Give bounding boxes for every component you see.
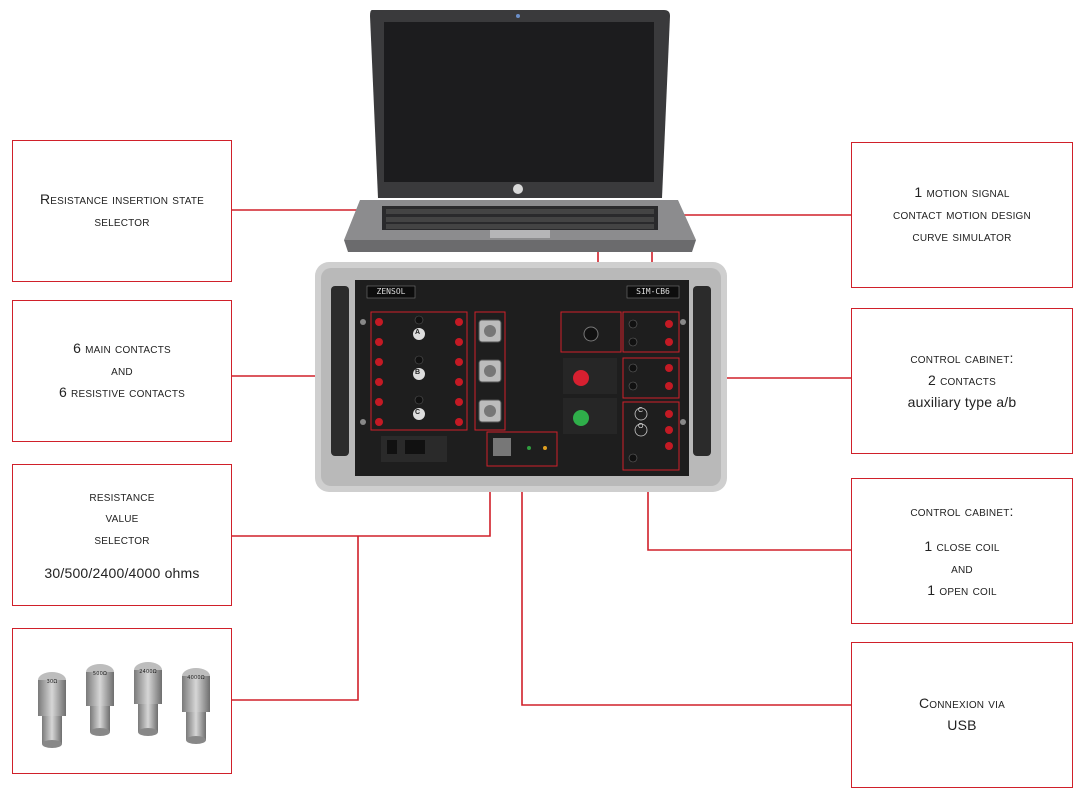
plug-label-30: 30Ω: [47, 679, 58, 685]
label-control-cabinet-coils: control cabinet: 1 close coil and 1 open…: [851, 478, 1073, 624]
label-line: 1 close coil: [924, 538, 1000, 555]
label-line: auxiliary type a/b: [907, 393, 1017, 410]
terminal-letter-c: C: [415, 409, 421, 416]
label-line: selector: [94, 213, 150, 229]
label-line: control cabinet:: [910, 350, 1014, 367]
plug-label-2400: 2400Ω: [139, 669, 157, 675]
label-line: USB: [947, 717, 977, 733]
label-line: 1 open coil: [927, 581, 997, 598]
label-line: and: [111, 362, 133, 379]
plug-label-4000: 4000Ω: [187, 675, 205, 681]
plug-label-500: 500Ω: [93, 671, 107, 677]
device-simcb6: ZENSOL SIM-CB6 A B C C O: [315, 262, 727, 492]
label-line: value: [105, 509, 139, 526]
label-line: 30/500/2400/4000 ohms: [44, 564, 200, 581]
resistor-plugs-image: 30Ω 500Ω 2400Ω 4000Ω: [38, 662, 210, 748]
label-line: 6 main contacts: [73, 340, 171, 357]
label-control-cabinet-contacts: control cabinet: 2 contacts auxiliary ty…: [851, 308, 1073, 454]
label-line: resistance: [89, 487, 155, 504]
label-resistance-value: resistance value selector 30/500/2400/40…: [12, 464, 232, 606]
label-resistance-insertion: Resistance insertion state selector: [12, 140, 232, 282]
laptop-image: [340, 8, 700, 278]
coil-letter-o: O: [638, 423, 644, 430]
label-usb: Connexion via USB: [851, 642, 1073, 788]
model-label: SIM-CB6: [636, 287, 670, 296]
terminal-letter-b: B: [415, 369, 421, 376]
label-line: and: [951, 560, 973, 576]
resistor-plugs-box: 30Ω 500Ω 2400Ω 4000Ω: [12, 628, 232, 774]
coil-letter-c: C: [638, 407, 644, 414]
label-line: Resistance insertion state: [39, 191, 205, 208]
label-line: contact motion design: [893, 206, 1031, 223]
brand-label: ZENSOL: [376, 287, 406, 296]
label-line: 6 resistive contacts: [58, 383, 186, 400]
label-line: curve simulator: [912, 227, 1012, 244]
label-line: 2 contacts: [928, 372, 996, 389]
label-line: 1 motion signal: [914, 184, 1010, 201]
label-motion-signal: 1 motion signal contact motion design cu…: [851, 142, 1073, 288]
label-line: Connexion via: [918, 695, 1006, 712]
label-line: selector: [94, 531, 150, 547]
terminal-letter-a: A: [415, 329, 421, 336]
label-line: control cabinet:: [910, 502, 1014, 519]
label-main-contacts: 6 main contacts and 6 resistive contacts: [12, 300, 232, 442]
